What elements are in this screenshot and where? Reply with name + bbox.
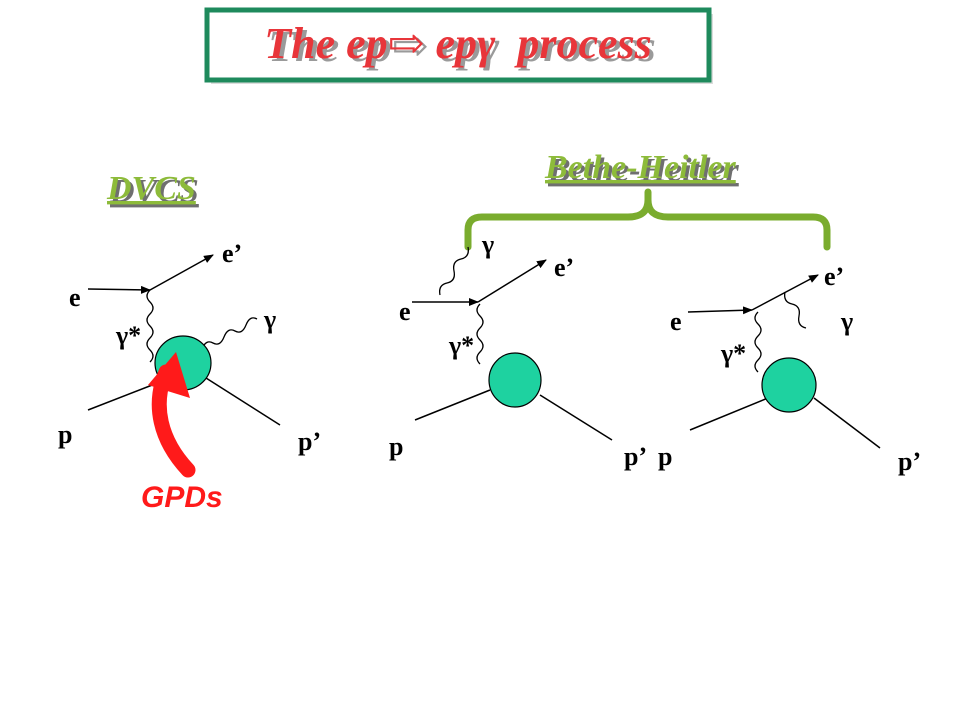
bh2-label-e-prime: e’ <box>824 262 844 291</box>
bh2-virtual-photon-line <box>754 311 762 373</box>
electron-out-line <box>149 254 214 291</box>
bh2-real-photon-line <box>784 291 807 329</box>
bh1-label-gamma-star: γ* <box>448 331 474 360</box>
title-shadow: The ep⇨ epγ process <box>268 22 656 71</box>
label-e: e <box>69 283 81 312</box>
bh2-proton-in-line <box>689 397 769 431</box>
bethe-heitler-heading: Bethe-Heitler <box>544 149 737 186</box>
real-photon-line <box>201 317 258 350</box>
bethe-heitler-heading-shadow: Bethe-Heitler <box>547 152 740 189</box>
bh-diagram-2: e e’ γ* γ p p’ <box>658 262 921 476</box>
bh2-label-gamma-star: γ* <box>720 339 746 368</box>
virtual-photon-line <box>146 289 154 363</box>
label-gamma: γ <box>263 305 276 334</box>
dvcs-diagram: DVCS DVCS e e’ γ* γ p p’ GPDs <box>58 170 321 514</box>
bh1-proton-in-line <box>414 389 491 421</box>
bh-diagram-1: e e’ γ* γ p p’ <box>389 230 647 471</box>
label-p: p <box>58 420 72 449</box>
bethe-heitler-group: Bethe-Heitler Bethe-Heitler e e’ γ* γ p … <box>389 149 921 476</box>
bh1-proton-out-line <box>539 394 613 441</box>
bh2-electron-in-line <box>687 306 753 315</box>
title-box: The ep⇨ epγ process The ep⇨ epγ process <box>204 7 713 84</box>
bethe-heitler-brace <box>464 188 831 251</box>
label-gamma-star: γ* <box>115 321 141 350</box>
bh2-label-e: e <box>670 307 682 336</box>
proton-out-line <box>205 377 281 426</box>
bh2-label-p: p <box>658 442 672 471</box>
bh1-real-photon-line <box>439 246 469 296</box>
bh2-proton-out-line <box>813 397 881 449</box>
bh2-label-gamma: γ <box>840 307 853 336</box>
bh1-virtual-photon-line <box>476 303 484 365</box>
bh1-label-e: e <box>399 297 411 326</box>
bh1-label-p-prime: p’ <box>624 442 647 471</box>
proton-in-line <box>87 381 161 411</box>
label-p-prime: p’ <box>298 427 321 456</box>
electron-in-line <box>87 285 151 294</box>
page-title: The ep⇨ epγ process <box>264 19 652 68</box>
bh1-electron-out-line <box>477 259 547 303</box>
bh1-label-e-prime: e’ <box>554 253 574 282</box>
gpds-arrow-head <box>148 352 190 398</box>
bh1-label-p: p <box>389 432 403 461</box>
bh2-hadron-blob <box>761 357 817 413</box>
dvcs-heading-shadow: DVCS <box>109 173 199 210</box>
bh2-label-p-prime: p’ <box>898 447 921 476</box>
dvcs-heading: DVCS <box>106 170 196 207</box>
gpds-label: GPDs <box>141 481 223 514</box>
bh1-label-gamma: γ <box>481 230 494 259</box>
label-e-prime: e’ <box>222 239 242 268</box>
bh1-hadron-blob <box>488 352 542 408</box>
